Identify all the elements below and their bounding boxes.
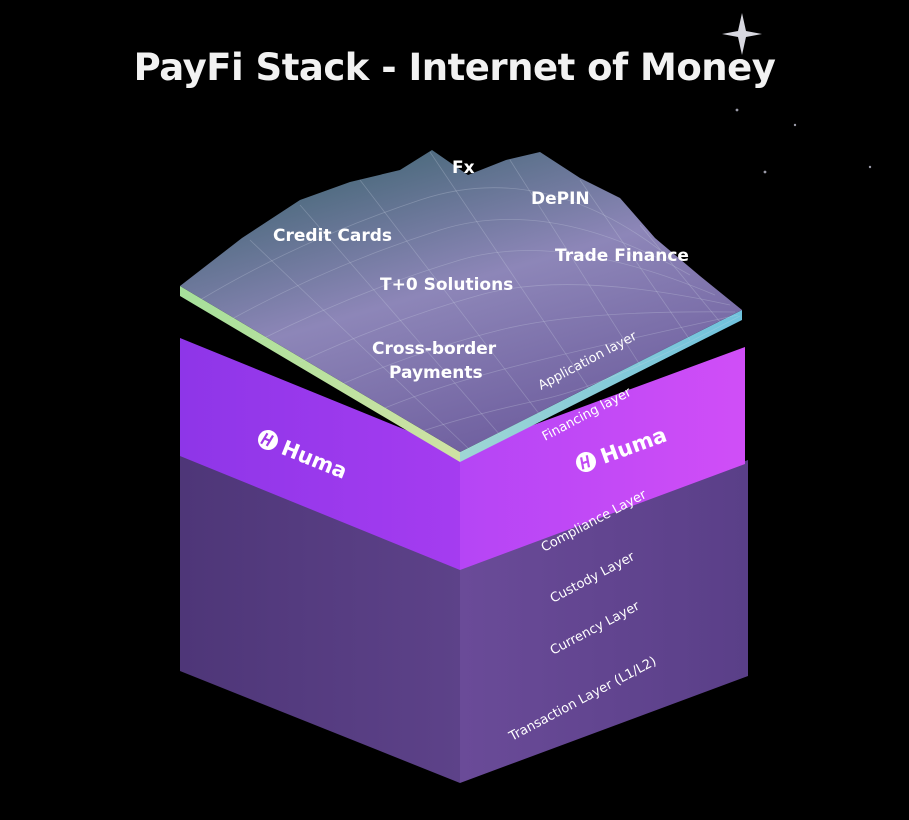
terrain-label-cross-border: Cross-border xyxy=(372,339,497,359)
terrain-label-credit-cards: Credit Cards xyxy=(273,226,392,246)
compliance-layer-slab xyxy=(180,455,748,625)
terrain-label-trade-finance: Trade Finance xyxy=(555,246,689,266)
diagram-title: PayFi Stack - Internet of Money xyxy=(133,46,776,89)
sparkle-star xyxy=(722,13,762,55)
custody-layer-slab xyxy=(180,508,748,678)
terrain-label-payments: Payments xyxy=(389,363,483,383)
terrain-label-t0-solutions: T+0 Solutions xyxy=(380,275,513,295)
terrain-label-fx: Fx xyxy=(452,158,475,178)
currency-layer-slab xyxy=(180,560,748,730)
terrain-mesh xyxy=(199,151,741,451)
star-dot xyxy=(868,165,872,169)
star-dot xyxy=(793,123,797,127)
financing-layer-slab xyxy=(180,338,745,570)
stars xyxy=(722,13,872,174)
star-dot xyxy=(763,170,767,174)
star-dot xyxy=(735,108,739,112)
terrain-label-depin: DePIN xyxy=(531,189,590,209)
application-layer-terrain xyxy=(180,150,742,462)
